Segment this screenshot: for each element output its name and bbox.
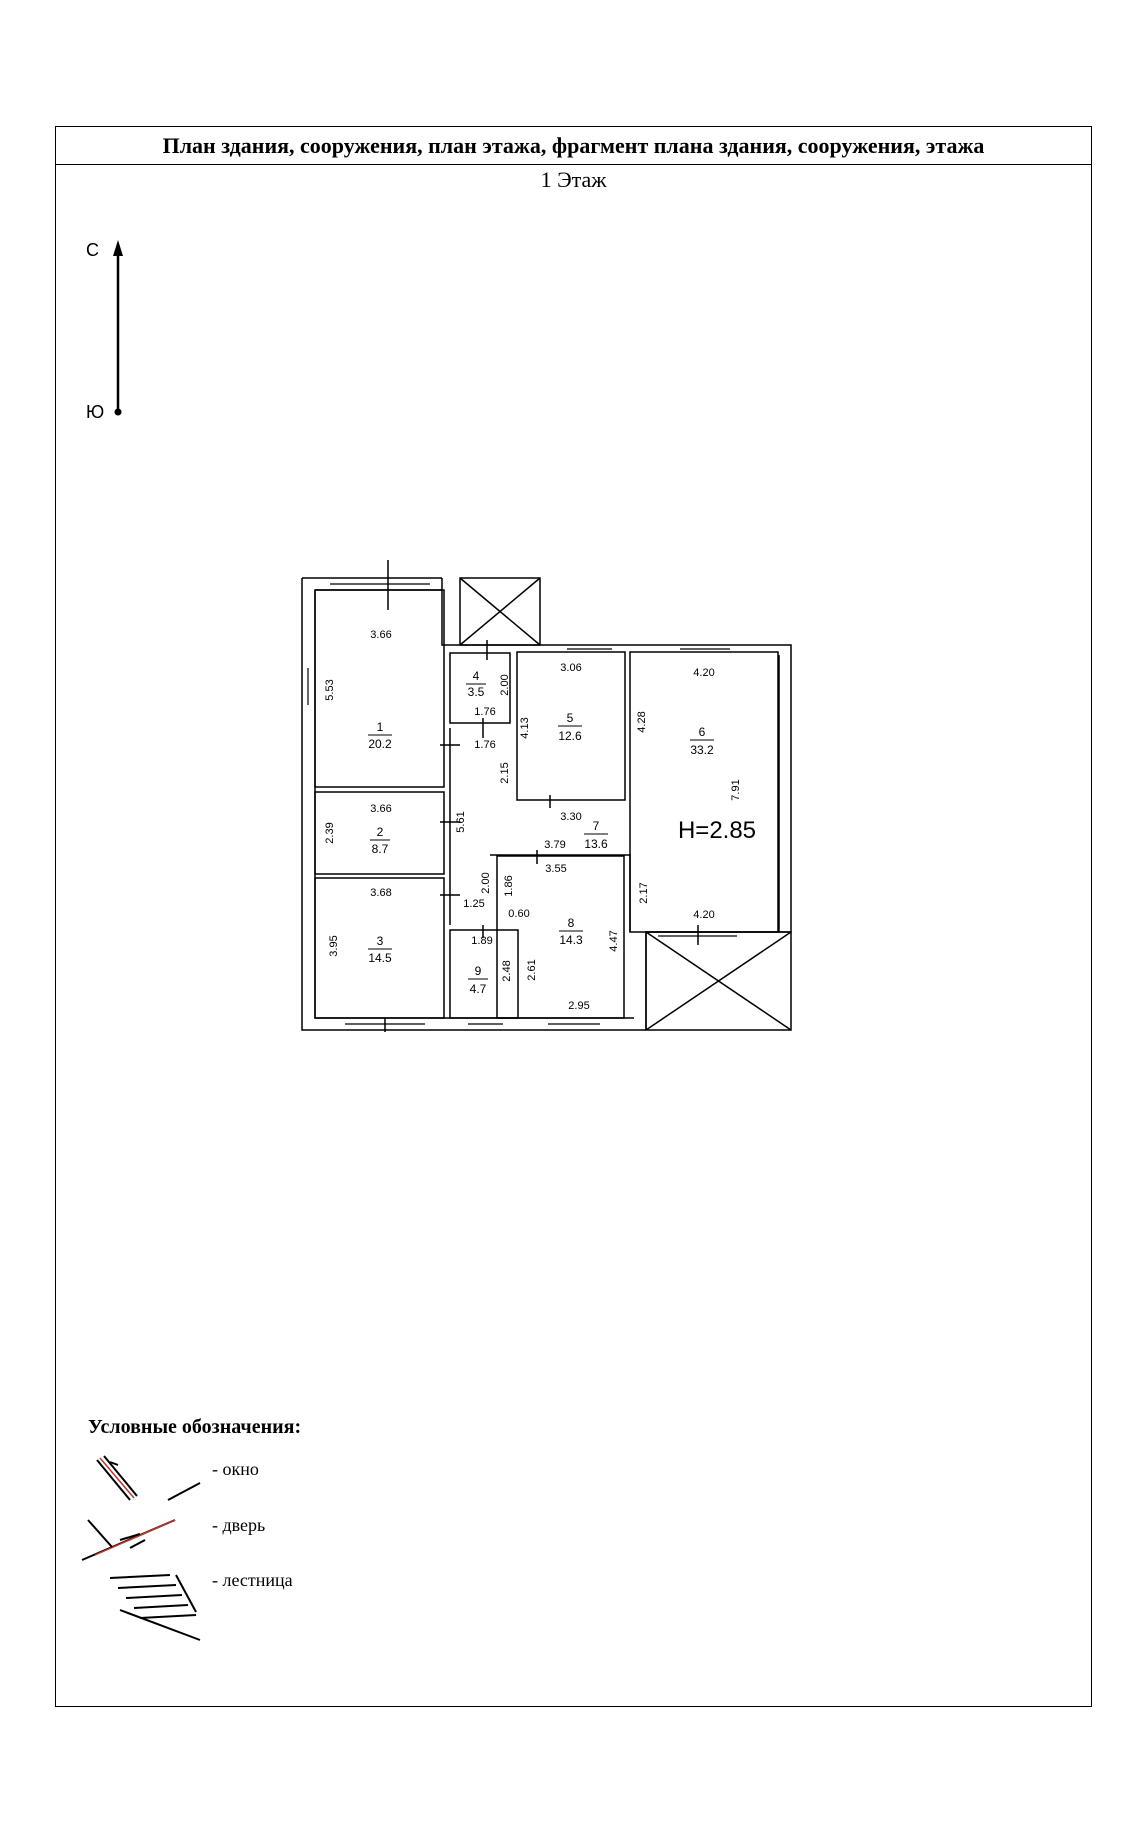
compass-arrow: С Ю bbox=[86, 240, 123, 422]
dim-text: 1.86 bbox=[503, 875, 515, 896]
dim-text: 3.30 bbox=[560, 811, 581, 823]
room-2-number: 2 bbox=[377, 825, 384, 839]
dim-text: 1.25 bbox=[463, 898, 484, 910]
floor-label: 1 Этаж bbox=[540, 167, 607, 192]
dim-text: 3.06 bbox=[560, 662, 581, 674]
plan-sheet: План здания, сооружения, план этажа, фра… bbox=[55, 126, 1092, 1707]
legend-symbols bbox=[81, 1455, 201, 1641]
room-9-area: 4.7 bbox=[470, 982, 487, 996]
dim-text: 5.61 bbox=[455, 811, 467, 832]
room-4-number: 4 bbox=[473, 669, 480, 683]
dim-text: 3.55 bbox=[545, 863, 566, 875]
room-8-area: 14.3 bbox=[559, 933, 583, 947]
dim-text: 0.60 bbox=[508, 908, 529, 920]
room-6-area: 33.2 bbox=[690, 743, 714, 757]
room-8-number: 8 bbox=[568, 916, 575, 930]
room-1-area: 20.2 bbox=[368, 737, 392, 751]
room-5-number: 5 bbox=[567, 711, 574, 725]
room-3-area: 14.5 bbox=[368, 951, 392, 965]
dim-text: 2.39 bbox=[324, 822, 336, 843]
room-3-number: 3 bbox=[377, 934, 384, 948]
door-symbol-icon bbox=[81, 1519, 176, 1561]
dim-text: 3.66 bbox=[370, 629, 391, 641]
dim-text: 3.95 bbox=[328, 935, 340, 956]
dim-text: 4.47 bbox=[608, 930, 620, 951]
ceiling-height: H=2.85 bbox=[678, 817, 756, 844]
legend-stairs-label: - лестница bbox=[212, 1570, 293, 1590]
room-2-area: 8.7 bbox=[372, 842, 389, 856]
compass-north-label: С bbox=[86, 240, 99, 260]
door-ticks bbox=[384, 560, 699, 1032]
dim-text: 4.13 bbox=[519, 717, 531, 738]
dim-text: 4.28 bbox=[636, 711, 648, 732]
room-3-outline bbox=[314, 877, 445, 1019]
dim-text: 2.00 bbox=[480, 872, 492, 893]
room-1-number: 1 bbox=[377, 720, 384, 734]
legend-door-label: - дверь bbox=[212, 1515, 266, 1535]
room-5-outline bbox=[516, 651, 626, 801]
room-6-number: 6 bbox=[699, 725, 706, 739]
dim-text: 4.20 bbox=[693, 667, 714, 679]
legend-window-label: - окно bbox=[212, 1459, 259, 1479]
room-labels: 1 20.2 2 8.7 3 14.5 4 3.5 5 12.6 6 33.2 … bbox=[368, 669, 714, 996]
legend-title: Условные обозначения: bbox=[88, 1416, 302, 1438]
dim-text: 2.48 bbox=[501, 960, 513, 981]
dim-text: 7.91 bbox=[730, 779, 742, 800]
dim-text: 2.95 bbox=[568, 1000, 589, 1012]
compass-south-label: Ю bbox=[86, 402, 104, 422]
dim-text: 1.89 bbox=[471, 935, 492, 947]
sheet-title: План здания, сооружения, план этажа, фра… bbox=[56, 127, 1091, 165]
dim-text: 2.61 bbox=[526, 959, 538, 980]
dim-text: 2.15 bbox=[499, 762, 511, 783]
room-1-outline bbox=[314, 589, 445, 788]
dim-text: 3.68 bbox=[370, 887, 391, 899]
room-2-outline bbox=[314, 791, 445, 875]
window-symbol-icon bbox=[96, 1455, 201, 1501]
dim-text: 4.20 bbox=[693, 909, 714, 921]
room-8-outline bbox=[496, 855, 625, 1019]
dim-text: 2.17 bbox=[638, 882, 650, 903]
stairs-symbol-icon bbox=[109, 1574, 201, 1641]
room-9-number: 9 bbox=[475, 964, 482, 978]
dim-text: 3.66 bbox=[370, 803, 391, 815]
room-7-number: 7 bbox=[593, 819, 600, 833]
porch-top bbox=[459, 577, 541, 646]
dim-text: 1.76 bbox=[474, 706, 495, 718]
room-6-outline bbox=[629, 651, 779, 933]
dimension-labels: 3.66 5.53 3.66 2.39 3.68 3.95 2.00 1.76 … bbox=[324, 629, 742, 1012]
room-4-area: 3.5 bbox=[468, 685, 485, 699]
room-9-outline bbox=[449, 929, 519, 1019]
dim-text: 1.76 bbox=[474, 739, 495, 751]
dim-text: 3.79 bbox=[544, 839, 565, 851]
room-7-area: 13.6 bbox=[584, 837, 608, 851]
room-5-area: 12.6 bbox=[558, 729, 582, 743]
dim-text: 5.53 bbox=[324, 679, 336, 700]
room-4-outline bbox=[449, 652, 511, 724]
dim-text: 2.00 bbox=[499, 674, 511, 695]
